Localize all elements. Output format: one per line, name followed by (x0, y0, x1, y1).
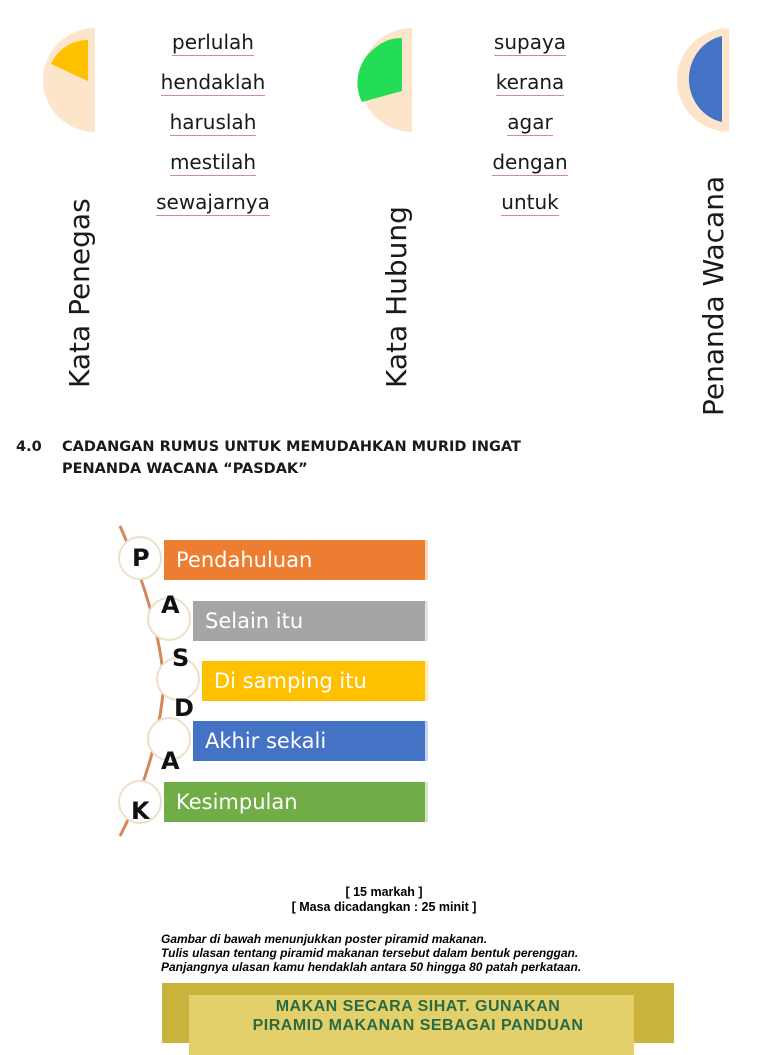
pasdak-bar-kesimpulan: Kesimpulan (164, 782, 428, 822)
section-number: 4.0 (16, 439, 42, 455)
heading-line-2: PENANDA WACANA “PASDAK” (62, 461, 308, 477)
word-item: mestilah (169, 150, 257, 176)
pasdak-letter-d: D (174, 694, 194, 722)
word-item: kerana (495, 70, 565, 96)
section-heading: 4.0 CADANGAN RUMUS UNTUK MEMUDAHKAN MURID… (16, 436, 521, 480)
pasdak-label: Akhir sekali (205, 729, 327, 753)
yellow-quarter-semicircle-icon (43, 28, 95, 132)
word-item: dengan (492, 150, 568, 176)
instruction-line: Gambar di bawah menunjukkan poster piram… (161, 932, 488, 946)
instruction-line: Tulis ulasan tentang piramid makanan ter… (161, 946, 579, 960)
pasdak-label: Selain itu (205, 609, 304, 633)
pasdak-bar-pendahuluan: Pendahuluan (164, 540, 428, 580)
pasdak-letter-k: K (131, 797, 150, 825)
green-quarter-semicircle-icon (357, 28, 412, 132)
pasdak-bar-selain-itu: Selain itu (193, 601, 428, 641)
pasdak-label: Pendahuluan (176, 548, 313, 572)
marks-line: [ 15 markah ] (345, 885, 423, 899)
food-pyramid-poster: MAKAN SECARA SIHAT. GUNAKAN PIRAMID MAKA… (162, 983, 674, 1055)
word-item: agar (507, 110, 553, 136)
instruction-line: Panjangnya ulasan kamu hendaklah antara … (161, 960, 582, 974)
poster-title-line-2: PIRAMID MAKANAN SEBAGAI PANDUAN (252, 1017, 584, 1034)
kata-hubung-word-list: supaya kerana agar dengan untuk (435, 22, 625, 222)
pasdak-letter-p: P (132, 544, 150, 572)
word-item: untuk (501, 190, 559, 216)
pasdak-bar-di-samping-itu: Di samping itu (202, 661, 428, 701)
pasdak-circle-s (156, 657, 200, 701)
pasdak-letter-a2: A (161, 747, 180, 775)
pasdak-label: Di samping itu (214, 669, 367, 693)
word-item: hendaklah (160, 70, 266, 96)
word-item: haruslah (169, 110, 257, 136)
pasdak-label: Kesimpulan (176, 790, 298, 814)
pasdak-circle-d (147, 717, 191, 761)
pasdak-letter-s: S (172, 644, 190, 672)
pasdak-circle-p (118, 536, 162, 580)
kata-hubung-label: Kata Hubung (380, 206, 413, 388)
word-item: supaya (493, 30, 567, 56)
pasdak-circle-a (147, 597, 191, 641)
heading-line-1: CADANGAN RUMUS UNTUK MEMUDAHKAN MURID IN… (62, 439, 521, 455)
penanda-wacana-label: Penanda Wacana (697, 175, 730, 416)
word-item: perlulah (172, 30, 254, 56)
poster-title-line-1: MAKAN SECARA SIHAT. GUNAKAN (275, 998, 561, 1015)
pasdak-circle-k (118, 780, 162, 824)
blue-half-semicircle-icon (677, 28, 729, 132)
word-item: sewajarnya (156, 190, 270, 216)
pasdak-bar-akhir-sekali: Akhir sekali (193, 721, 428, 761)
kata-penegas-label: Kata Penegas (63, 198, 96, 388)
instructions: Gambar di bawah menunjukkan poster piram… (161, 932, 581, 974)
time-line: [ Masa dicadangkan : 25 minit ] (291, 900, 477, 914)
kata-penegas-word-list: perlulah hendaklah haruslah mestilah sew… (118, 22, 308, 222)
pasdak-letter-a: A (161, 591, 180, 619)
